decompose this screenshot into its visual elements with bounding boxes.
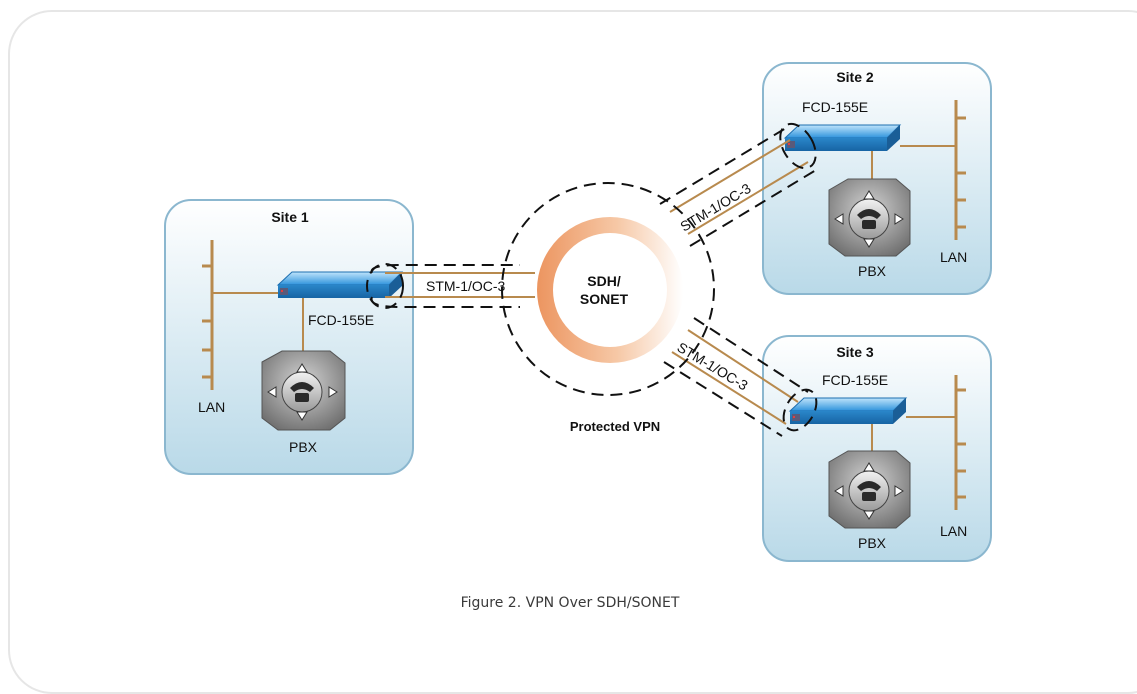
- figure-caption: Figure 2. VPN Over SDH/SONET: [461, 595, 680, 611]
- site-3-pbx-icon: [828, 450, 911, 529]
- link-site-2-label: STM-1/OC-3: [677, 180, 753, 235]
- site-3-title: Site 3: [836, 344, 874, 360]
- site-3-lan-bus: [954, 375, 966, 510]
- site-1-lan-bus: [202, 240, 214, 390]
- link-site-1: [366, 263, 535, 309]
- site-3-lan-label: LAN: [940, 523, 967, 539]
- site-3-box: [762, 335, 992, 562]
- site-1-device-label: FCD-155E: [308, 312, 374, 328]
- site-2-pbx-label: PBX: [858, 263, 887, 279]
- vpn-diagram: Site 1 LAN FCD-155E: [164, 62, 992, 611]
- site-3-device-label: FCD-155E: [822, 372, 888, 388]
- site-3: Site 3 LAN FCD-155E PB: [762, 335, 992, 562]
- site-1-device: [276, 271, 404, 298]
- link-site-2: [659, 122, 817, 247]
- site-2-lan-bus: [954, 100, 966, 240]
- site-1: Site 1 LAN FCD-155E: [164, 199, 414, 475]
- site-1-lan-label: LAN: [198, 399, 225, 415]
- link-site-1-label: STM-1/OC-3: [426, 278, 506, 294]
- link-site-3: [663, 317, 818, 437]
- ring-label-line2: SONET: [580, 291, 629, 307]
- site-2-pbx-icon: [828, 178, 911, 257]
- sdh-sonet-ring: [501, 182, 715, 396]
- site-3-pbx-label: PBX: [858, 535, 887, 551]
- ring-label-line1: SDH/: [587, 273, 621, 289]
- site-2-device-label: FCD-155E: [802, 99, 868, 115]
- site-2-title: Site 2: [836, 69, 874, 85]
- site-1-pbx-icon: [261, 350, 346, 431]
- site-1-pbx-label: PBX: [289, 439, 318, 455]
- site-3-device: [788, 397, 908, 424]
- protected-vpn-label: Protected VPN: [570, 419, 660, 434]
- site-1-box: [164, 199, 414, 475]
- site-2: Site 2 LAN FCD-155E PB: [762, 62, 992, 295]
- site-2-device: [783, 124, 902, 151]
- site-1-title: Site 1: [271, 209, 309, 225]
- site-2-lan-label: LAN: [940, 249, 967, 265]
